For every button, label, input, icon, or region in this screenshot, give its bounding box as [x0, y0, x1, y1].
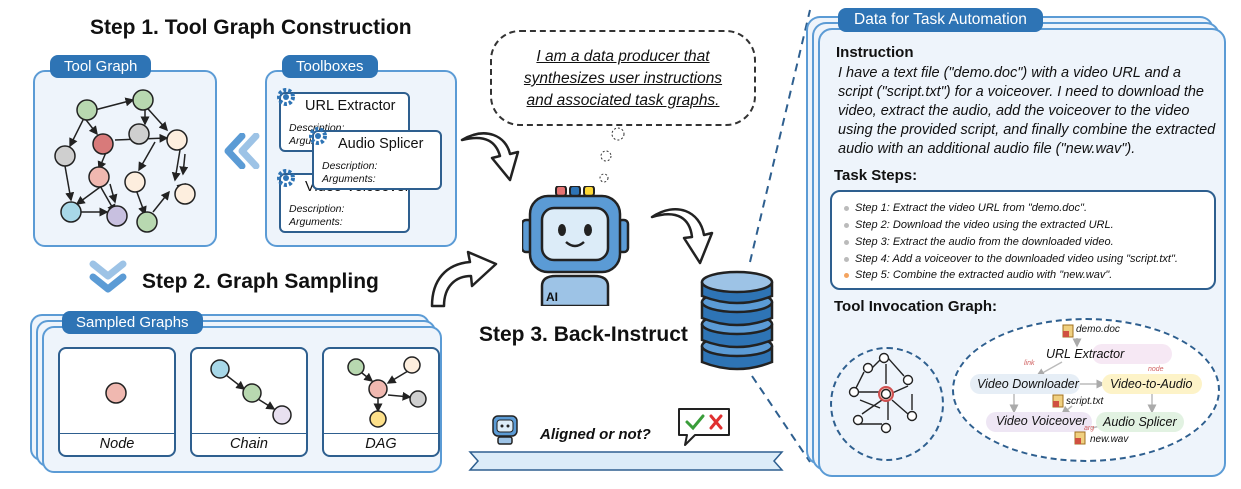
- toolboxes-tab: Toolboxes: [282, 55, 378, 78]
- node-audio-splicer: Audio Splicer: [1103, 415, 1177, 429]
- bullet-icon: [844, 256, 849, 262]
- step2-title: Step 2. Graph Sampling: [142, 270, 379, 293]
- bubble-text: I am a data producer that synthesizes us…: [523, 48, 723, 109]
- invocation-graph-edges: [970, 338, 1202, 432]
- tool-graph-tab: Tool Graph: [50, 55, 152, 78]
- chevron-down-icon: [89, 260, 127, 293]
- node-demo-doc: demo.doc: [1076, 324, 1120, 335]
- node-video-downloader: Video Downloader: [977, 377, 1079, 391]
- tool-name: Audio Splicer: [338, 136, 424, 152]
- task-step: Step 3: Extract the audio from the downl…: [844, 236, 1114, 248]
- bullet-icon: [844, 222, 849, 228]
- mini-graph-diagram: [848, 352, 918, 434]
- task-step: Step 5: Combine the extracted audio with…: [844, 269, 1112, 281]
- robot-badge: AI: [546, 290, 558, 304]
- producer-speech-bubble: I am a data producer that synthesizes us…: [490, 30, 756, 126]
- tool-description: Description:: [322, 160, 378, 172]
- bullet-icon: [844, 205, 849, 211]
- tool-arguments: Arguments:: [322, 173, 376, 185]
- tool-name: URL Extractor: [305, 98, 396, 114]
- sample-label-node: Node: [60, 433, 174, 452]
- task-automation-tab: Data for Task Automation: [838, 8, 1043, 32]
- ribbon-banner: [468, 451, 784, 471]
- chevron-left-icon: [224, 133, 260, 169]
- tool-description: Description:: [289, 203, 345, 215]
- node-new-wav: new.wav: [1090, 434, 1129, 445]
- tool-card-audio-splicer: Audio Splicer Description: Arguments:: [312, 130, 442, 190]
- small-robot-icon: [492, 415, 518, 445]
- task-step: Step 2: Download the video using the ext…: [844, 219, 1114, 231]
- sampled-graphs-tab: Sampled Graphs: [62, 311, 203, 334]
- curved-arrow-icon: [430, 250, 498, 308]
- step3-title: Step 3. Back-Instruct: [479, 323, 688, 346]
- mini-graph-circle: [830, 347, 944, 461]
- aligned-text: Aligned or not?: [540, 426, 651, 443]
- instruction-title: Instruction: [836, 44, 914, 61]
- node-label: node: [1148, 366, 1164, 373]
- database-icon: [700, 270, 774, 371]
- check-cross-bubble-icon: [678, 408, 730, 446]
- link-label: link: [1024, 360, 1035, 367]
- tool-arguments: Arguments:: [289, 216, 343, 228]
- sample-label-dag: DAG: [324, 433, 438, 452]
- file-icon: [1062, 324, 1074, 338]
- file-icon: [1074, 431, 1086, 445]
- tool-invocation-title: Tool Invocation Graph:: [834, 298, 998, 315]
- tool-graph-diagram: [54, 89, 196, 233]
- sample-dag-box: DAG: [322, 347, 440, 457]
- sample-node-box: Node: [58, 347, 176, 457]
- file-icon: [1052, 394, 1064, 408]
- thought-dots: [599, 127, 625, 183]
- node-script-txt: script.txt: [1066, 396, 1104, 407]
- curved-arrow-icon: [460, 132, 520, 182]
- node-video-to-audio: Video-to-Audio: [1110, 377, 1193, 391]
- task-step: Step 4: Add a voiceover to the downloade…: [844, 253, 1178, 265]
- curved-arrow-icon: [650, 207, 714, 265]
- gear-icon: [309, 127, 327, 145]
- task-steps-title: Task Steps:: [834, 167, 918, 184]
- node-graph-diagram: [105, 382, 127, 404]
- sample-chain-box: Chain: [190, 347, 308, 457]
- node-video-voiceover: Video Voiceover: [996, 414, 1087, 428]
- bullet-icon: [844, 239, 849, 245]
- chain-graph-diagram: [210, 359, 292, 425]
- tool-graph-panel: [33, 70, 217, 247]
- arg-label: arg: [1084, 425, 1095, 432]
- sample-label-chain: Chain: [192, 433, 306, 452]
- instruction-text: I have a text file ("demo.doc") with a v…: [838, 65, 1216, 157]
- bullet-icon: [844, 272, 849, 278]
- robot-icon: [522, 186, 630, 306]
- gear-icon: [277, 88, 295, 106]
- node-url-extractor: URL Extractor: [1046, 347, 1125, 361]
- step1-title: Step 1. Tool Graph Construction: [90, 16, 412, 39]
- gear-icon: [277, 169, 295, 187]
- task-steps-box: Step 1: Extract the video URL from "demo…: [830, 190, 1216, 290]
- connector-lines: [749, 9, 811, 463]
- task-step: Step 1: Extract the video URL from "demo…: [844, 202, 1087, 214]
- dag-graph-diagram: [347, 356, 427, 428]
